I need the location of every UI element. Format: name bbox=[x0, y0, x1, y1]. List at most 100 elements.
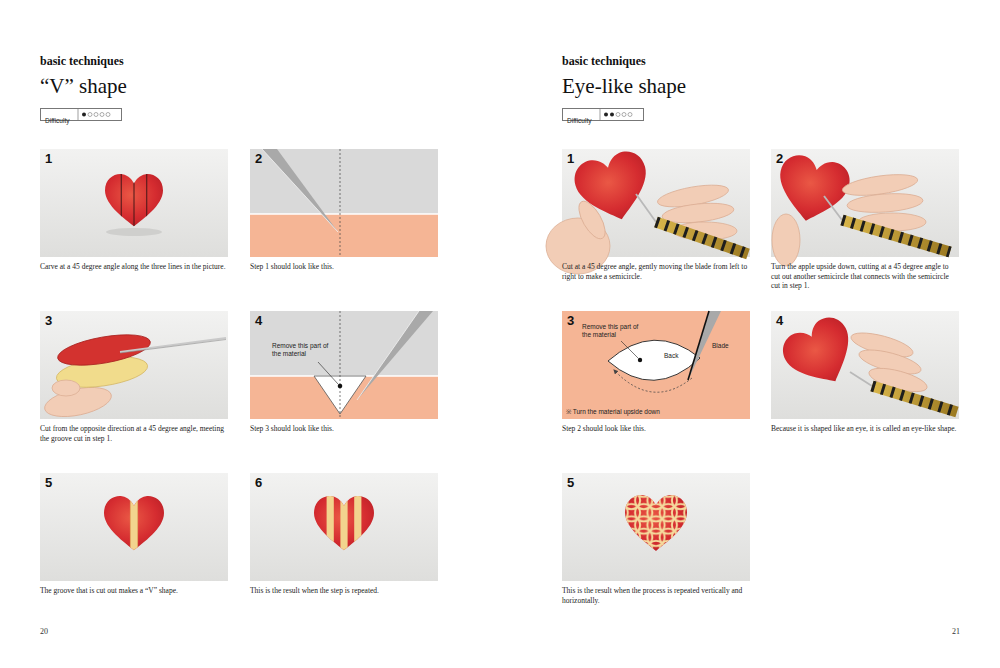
difficulty-meter bbox=[628, 113, 632, 117]
cut-diagram bbox=[250, 213, 438, 215]
step-photo-frame: 6 bbox=[250, 473, 438, 581]
step-number: 5 bbox=[45, 476, 52, 490]
apple-photo bbox=[40, 149, 228, 257]
step-caption: Turn the apple upside down, cutting at a… bbox=[771, 262, 959, 291]
apple-photo bbox=[104, 489, 164, 555]
apple-photo bbox=[250, 473, 438, 581]
difficulty-meter bbox=[100, 113, 104, 117]
apple-photo bbox=[340, 489, 347, 555]
difficulty-meter bbox=[78, 108, 632, 121]
hand-photo bbox=[771, 311, 959, 419]
step-photo-frame: 1 bbox=[40, 149, 228, 257]
hand-photo bbox=[771, 311, 959, 419]
step-photo-frame: 2 bbox=[771, 149, 959, 257]
step-caption: Cut at a 45 degree angle, gently moving … bbox=[562, 262, 750, 281]
apple-photo bbox=[105, 167, 163, 231]
difficulty-meter bbox=[94, 113, 98, 117]
callout-label: ※ Turn the material upside down bbox=[566, 408, 746, 416]
step-number: 2 bbox=[255, 152, 262, 166]
step-panel: 2Turn the apple upside down, cutting at … bbox=[771, 149, 959, 291]
apple-photo bbox=[40, 473, 228, 581]
step-photo-frame: 1 bbox=[562, 149, 750, 257]
step-panel: 2Step 1 should look like this. bbox=[250, 149, 438, 272]
cut-diagram bbox=[357, 311, 419, 400]
step-caption: Carve at a 45 degree angle along the thr… bbox=[40, 262, 228, 272]
step-caption: Because it is shaped like an eye, it is … bbox=[771, 424, 959, 434]
hand-photo bbox=[846, 191, 923, 214]
apple-photo bbox=[146, 167, 147, 231]
hand-photo bbox=[772, 152, 854, 228]
section-title: Eye-like shape bbox=[562, 74, 686, 98]
section-kicker: basic techniques bbox=[40, 54, 124, 68]
step-caption: Cut from the opposite direction at a 45 … bbox=[40, 424, 228, 443]
apple-photo bbox=[130, 489, 131, 555]
apple-photo bbox=[562, 473, 750, 581]
apple-photo bbox=[250, 473, 438, 581]
step-number: 1 bbox=[45, 152, 52, 166]
difficulty-label: Difficulty bbox=[563, 115, 591, 127]
eye-cut-diagram bbox=[562, 311, 750, 419]
apple-photo bbox=[137, 489, 138, 555]
cut-diagram bbox=[318, 362, 338, 384]
difficulty-meter bbox=[610, 113, 614, 117]
step-caption: This is the result when the step is repe… bbox=[250, 586, 438, 596]
callout-label: Back bbox=[664, 352, 690, 360]
apple-photo bbox=[562, 473, 750, 581]
step-number: 1 bbox=[567, 152, 574, 166]
section-kicker: basic techniques bbox=[562, 54, 646, 68]
cut-diagram bbox=[262, 149, 338, 232]
apple-photo bbox=[40, 149, 228, 257]
step-panel: 1Carve at a 45 degree angle along the th… bbox=[40, 149, 228, 272]
eye-cut-diagram bbox=[621, 341, 638, 358]
hand-photo bbox=[842, 220, 950, 252]
apple-photo bbox=[134, 167, 135, 231]
eye-cut-diagram bbox=[638, 358, 642, 362]
apple-photo bbox=[625, 495, 687, 551]
apple-photo bbox=[625, 495, 687, 551]
cut-diagram bbox=[250, 149, 438, 257]
step-number: 3 bbox=[567, 314, 574, 328]
apple-photo bbox=[40, 311, 228, 422]
eye-cut-diagram bbox=[562, 311, 750, 419]
hand-photo bbox=[636, 194, 656, 222]
difficulty-meter bbox=[622, 113, 626, 117]
difficulty-meter bbox=[106, 113, 110, 117]
apple-photo bbox=[130, 489, 137, 555]
apple-photo bbox=[52, 380, 80, 396]
apple-photo bbox=[120, 338, 226, 352]
step-caption: Step 1 should look like this. bbox=[250, 262, 438, 272]
cut-diagram bbox=[338, 384, 343, 389]
apple-photo bbox=[354, 489, 361, 555]
cut-diagram bbox=[340, 311, 341, 419]
eye-cut-diagram bbox=[614, 370, 692, 392]
apple-photo bbox=[625, 495, 687, 551]
hand-photo bbox=[546, 147, 750, 274]
eye-cut-diagram bbox=[608, 340, 700, 380]
difficulty-label: Difficulty bbox=[41, 115, 69, 127]
apple-photo bbox=[121, 167, 147, 231]
page-number: 20 bbox=[40, 627, 48, 637]
step-panel: 5This is the result when the process is … bbox=[562, 473, 750, 605]
difficulty-meter bbox=[78, 108, 79, 121]
callout-label: Blade bbox=[712, 342, 746, 350]
step-caption: Step 2 should look like this. bbox=[562, 424, 750, 434]
step-number: 4 bbox=[776, 314, 783, 328]
eye-cut-diagram bbox=[688, 311, 709, 380]
step-photo-frame: 3Remove this part of the materialBackBla… bbox=[562, 311, 750, 419]
hand-photo bbox=[771, 149, 959, 266]
callout-label: Remove this part of the material bbox=[272, 342, 336, 358]
step-number: 5 bbox=[567, 476, 574, 490]
step-photo-frame: 3 bbox=[40, 311, 228, 419]
hand-photo bbox=[772, 214, 800, 266]
step-photo-frame: 5 bbox=[40, 473, 228, 581]
apple-photo bbox=[120, 340, 226, 354]
step-photo-frame: 4Remove this part of the material bbox=[250, 311, 438, 419]
page-number: 21 bbox=[952, 627, 960, 637]
difficulty-meter bbox=[600, 108, 601, 121]
difficulty-meter bbox=[82, 113, 86, 117]
step-caption: The groove that is cut out makes a “V” s… bbox=[40, 586, 228, 596]
step-number: 2 bbox=[776, 152, 783, 166]
step-panel: 4Because it is shaped like an eye, it is… bbox=[771, 311, 959, 434]
